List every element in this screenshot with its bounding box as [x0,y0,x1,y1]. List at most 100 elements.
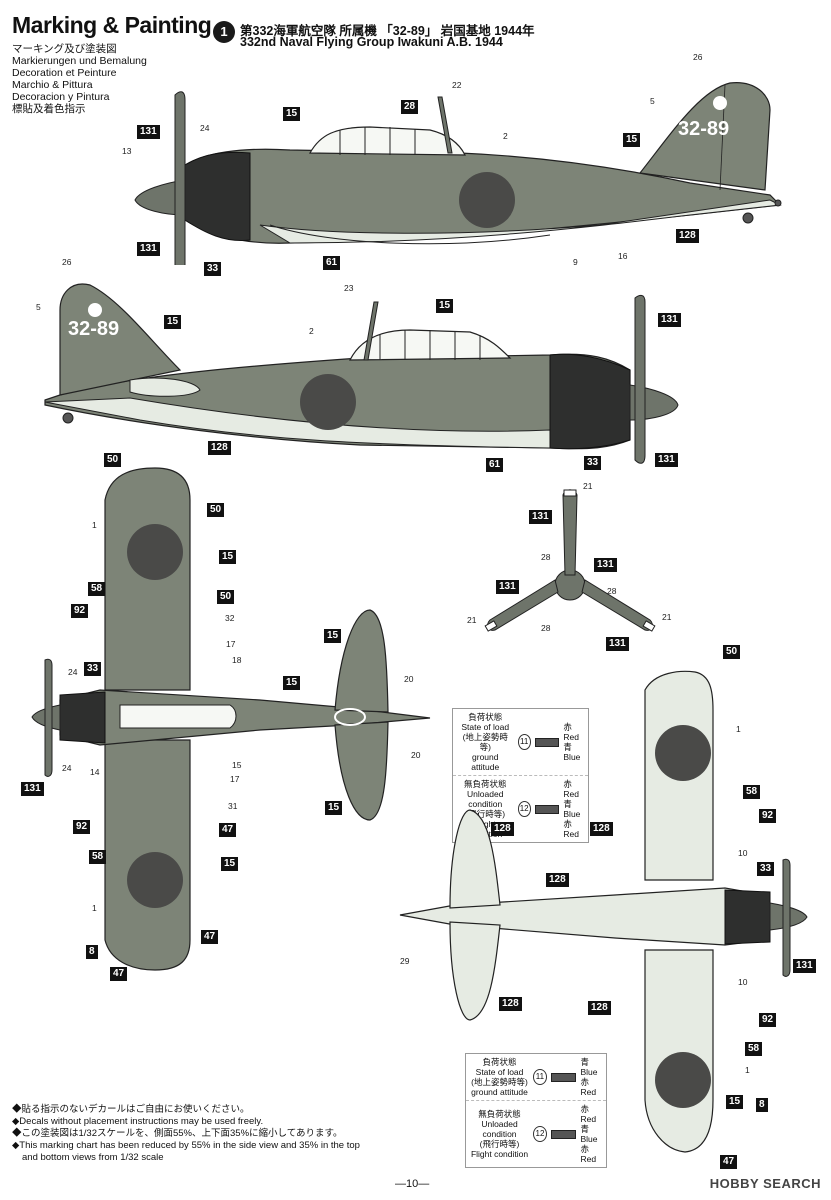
callout-num: 15 [232,760,242,770]
callout-num: 17 [226,639,236,649]
unit-title-jp: 第332海軍航空隊 所属機 「32-89」 岩国基地 1944年 [240,24,535,38]
top-view [31,467,431,971]
callout-tag: 15 [324,629,342,643]
callout-tag: 33 [84,662,102,676]
unit-title-en: 332nd Naval Flying Group Iwakuni A.B. 19… [240,35,503,49]
hinomaru-bottom-lower [655,1052,711,1108]
subtitle-cn: 標貼及着色指示 [12,103,86,115]
callout-tag: 15 [283,676,301,690]
callout-num: 1 [745,1065,750,1075]
callout-tag: 131 [655,453,678,467]
bottom-view [399,670,808,1153]
callout-num: 31 [228,801,238,811]
hinomaru-bottom-upper [655,725,711,781]
callout-tag: 33 [584,456,602,470]
page-number: —10— [395,1178,430,1190]
hinomaru-top-upper [127,524,183,580]
callout-tag: 131 [137,242,160,256]
callout-tag: 8 [86,945,98,959]
callout-num: 24 [62,763,72,773]
side-view-right-facing: 32-89 [44,283,679,464]
subtitle-jp: マーキング及び塗装図 [12,43,117,55]
callout-num: 5 [650,96,655,106]
callout-tag: 50 [207,503,225,517]
callout-tag: 47 [110,967,128,981]
callout-tag: 15 [221,857,239,871]
callout-num: 14 [90,767,100,777]
callout-num: 24 [200,123,210,133]
hinomaru-top-lower [127,852,183,908]
callout-num: 1 [92,903,97,913]
note-line: ◆この塗装図は1/32スケールを、側面55%、上下面35%に縮小してあります。 [12,1128,343,1139]
callout-tag: 92 [759,1013,777,1027]
callout-tag: 131 [793,959,816,973]
callout-tag: 128 [491,822,514,836]
callout-tag: 128 [588,1001,611,1015]
callout-tag: 50 [217,590,235,604]
hinomaru-fuselage [459,172,515,228]
callout-num: 20 [404,674,414,684]
callout-num: 26 [62,257,72,267]
side-view-left-facing: 32-89 [134,82,782,265]
callout-tag: 58 [745,1042,763,1056]
callout-num: 29 [400,956,410,966]
callout-tag: 131 [496,580,519,594]
callout-tag: 61 [323,256,341,270]
callout-tag: 15 [219,550,237,564]
callout-tag: 128 [546,873,569,887]
callout-tag: 8 [756,1098,768,1112]
callout-tag: 92 [73,820,91,834]
callout-num: 2 [309,326,314,336]
subtitle-es: Decoracion y Pintura [12,91,110,103]
page-title: Marking & Painting [12,12,212,38]
callout-num: 10 [738,848,748,858]
unit-number-badge: 1 [213,21,235,43]
callout-tag: 131 [21,782,44,796]
callout-tag: 128 [676,229,699,243]
callout-tag: 47 [219,823,237,837]
callout-tag: 15 [325,801,343,815]
callout-num: 9 [573,257,578,267]
callout-num: 1 [736,724,741,734]
callout-tag: 15 [726,1095,744,1109]
tail-code-2: 32-89 [68,318,119,340]
note-line: and bottom views from 1/32 scale [22,1152,164,1163]
callout-tag: 61 [486,458,504,472]
callout-tag: 58 [743,785,761,799]
tail-code: 32-89 [678,118,729,140]
callout-num: 18 [232,655,242,665]
watermark: HOBBY SEARCH [709,1176,821,1191]
callout-num: 28 [607,586,617,596]
callout-tag: 131 [658,313,681,327]
callout-tag: 15 [436,299,454,313]
callout-tag: 131 [606,637,629,651]
callout-num: 10 [738,977,748,987]
note-line: ◆Decals without placement instructions m… [12,1116,264,1127]
callout-tag: 128 [499,997,522,1011]
callout-num: 21 [583,481,593,491]
callout-num: 20 [411,750,421,760]
callout-tag: 58 [88,582,106,596]
notes: ◆貼る指示のないデカールはご自由にお使いください。 ◆Decals withou… [12,1104,412,1164]
callout-tag: 33 [757,862,775,876]
callout-tag: 128 [208,441,231,455]
callout-num: 5 [36,302,41,312]
callout-tag: 128 [590,822,613,836]
callout-tag: 92 [759,809,777,823]
callout-num: 21 [662,612,672,622]
callout-tag: 47 [201,930,219,944]
callout-num: 32 [225,613,235,623]
callout-tag: 47 [720,1155,738,1169]
callout-num: 21 [467,615,477,625]
callout-tag: 28 [401,100,419,114]
note-line: ◆This marking chart has been reduced by … [12,1140,360,1151]
callout-num: 28 [541,552,551,562]
callout-tag: 131 [529,510,552,524]
callout-num: 23 [344,283,354,293]
subtitle-it: Marchio & Pittura [12,79,93,91]
callout-tag: 15 [283,107,301,121]
callout-tag: 33 [204,262,222,276]
callout-tag: 131 [137,125,160,139]
callout-tag: 92 [71,604,89,618]
